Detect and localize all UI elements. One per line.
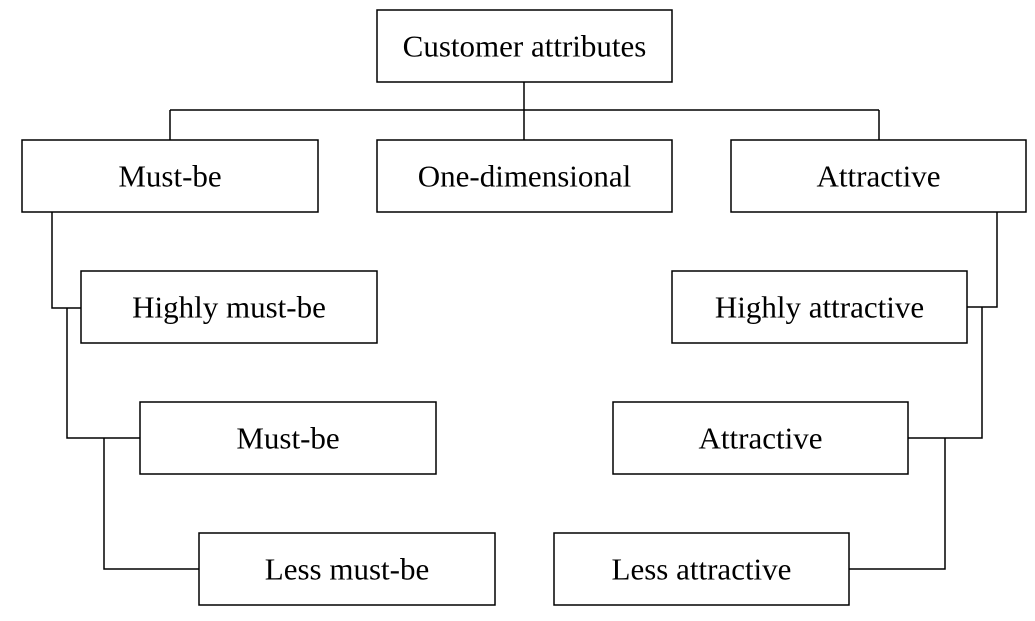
category-attractive-node: Attractive xyxy=(730,139,1027,213)
attractive-level-less-label: Less attractive xyxy=(612,552,792,587)
connector-highly-to-attractive-level xyxy=(908,307,983,439)
must-be-level-middle-node: Must-be xyxy=(139,401,437,475)
must-be-level-less-node: Less must-be xyxy=(198,532,496,606)
category-must-be-node: Must-be xyxy=(21,139,319,213)
connector-must-be-level-to-less xyxy=(103,438,199,570)
connector-highly-to-must-be-level xyxy=(66,308,140,439)
category-attractive-label: Attractive xyxy=(817,159,941,194)
root-node: Customer attributes xyxy=(376,9,673,83)
connector-attractive-to-highly xyxy=(967,212,998,308)
must-be-level-middle-label: Must-be xyxy=(236,421,339,456)
connectors xyxy=(51,82,998,570)
attractive-level-less-node: Less attractive xyxy=(553,532,850,606)
attractive-level-middle-label: Attractive xyxy=(699,421,823,456)
category-one-dimensional-node: One-dimensional xyxy=(376,139,673,213)
attractive-level-highly-label: Highly attractive xyxy=(715,290,924,325)
attractive-level-highly-node: Highly attractive xyxy=(671,270,968,344)
category-must-be-label: Must-be xyxy=(118,159,221,194)
must-be-level-highly-label: Highly must-be xyxy=(132,290,326,325)
attractive-level-middle-node: Attractive xyxy=(612,401,909,475)
must-be-level-highly-node: Highly must-be xyxy=(80,270,378,344)
connector-must-be-to-highly xyxy=(51,212,81,309)
connector-attractive-level-to-less xyxy=(849,438,946,570)
must-be-level-less-label: Less must-be xyxy=(265,552,429,587)
root-label: Customer attributes xyxy=(403,29,647,64)
category-one-dimensional-label: One-dimensional xyxy=(418,159,632,194)
